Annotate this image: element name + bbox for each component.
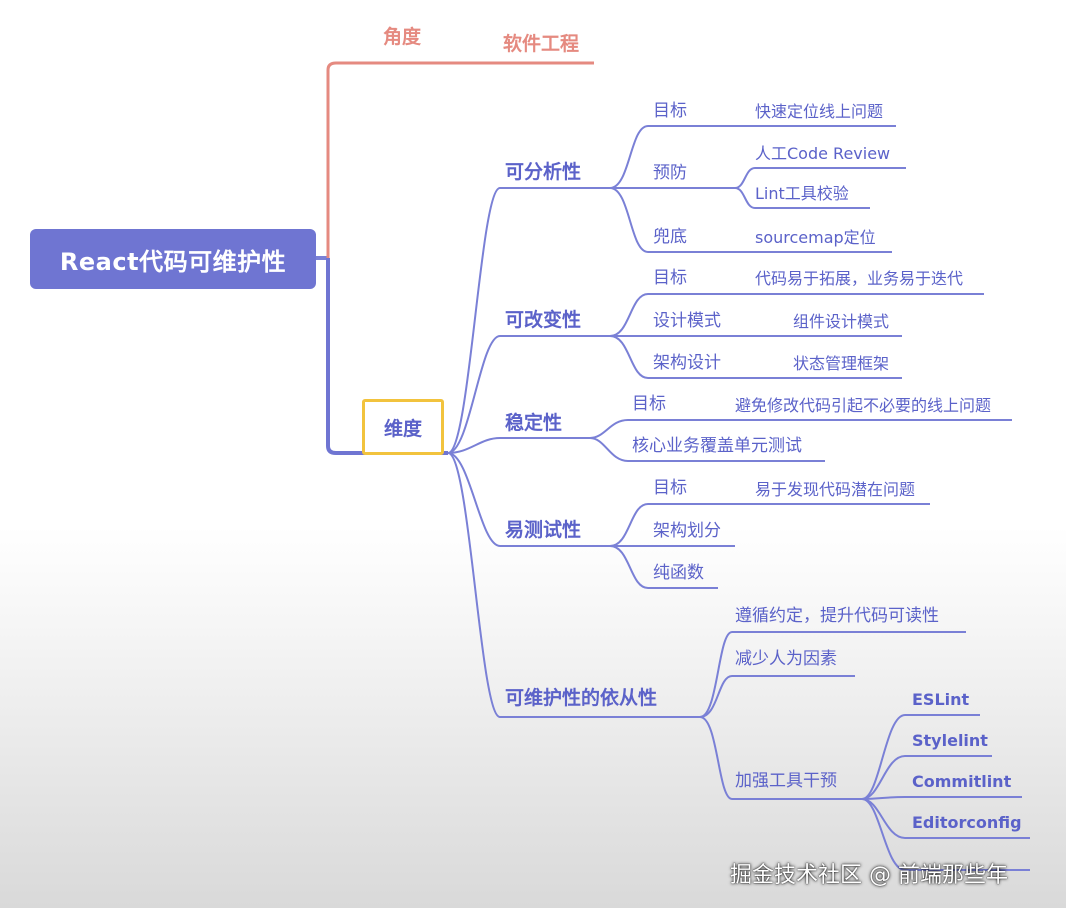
changeable-goal[interactable]: 目标 [653,268,687,288]
analyzable-prevent[interactable]: 预防 [653,163,687,183]
tool-stylelint[interactable]: Stylelint [912,731,988,750]
analyzable-fallback[interactable]: 兜底 [653,227,687,247]
changeable-arch-text[interactable]: 状态管理框架 [793,354,890,373]
angle-value[interactable]: 软件工程 [503,33,580,55]
root-node[interactable]: React代码可维护性 [30,229,316,289]
tool-eslint[interactable]: ESLint [912,690,970,709]
analyzable-goal-text[interactable]: 快速定位线上问题 [755,102,884,121]
testable-goal[interactable]: 目标 [653,478,687,498]
changeable-pattern-text[interactable]: 组件设计模式 [793,312,890,331]
analyzable-goal[interactable]: 目标 [653,101,687,121]
changeable-pattern[interactable]: 设计模式 [653,311,721,331]
angle-label[interactable]: 角度 [383,26,422,48]
analyzable-fallback-text[interactable]: sourcemap定位 [755,228,876,247]
stable-goal[interactable]: 目标 [632,394,666,414]
branch-stable[interactable]: 稳定性 [505,412,563,434]
compliance-convention[interactable]: 遵循约定，提升代码可读性 [735,606,939,626]
dimension-node[interactable]: 维度 [362,399,444,455]
watermark: 掘金技术社区 @ 前端那些年 [730,863,1008,888]
analyzable-prevent-a[interactable]: 人工Code Review [755,144,891,163]
tool-commitlint[interactable]: Commitlint [912,772,1012,791]
changeable-goal-text[interactable]: 代码易于拓展，业务易于迭代 [755,269,964,288]
compliance-tools-label[interactable]: 加强工具干预 [735,771,837,791]
branch-testable[interactable]: 易测试性 [505,519,582,541]
testable-goal-text[interactable]: 易于发现代码潜在问题 [755,480,916,499]
compliance-reduce-human[interactable]: 减少人为因素 [735,649,837,669]
branch-changeable[interactable]: 可改变性 [505,309,582,331]
stable-goal-text[interactable]: 避免修改代码引起不必要的线上问题 [735,396,992,415]
analyzable-prevent-b[interactable]: Lint工具校验 [755,184,849,203]
testable-pure-fn[interactable]: 纯函数 [653,563,704,583]
testable-arch-split[interactable]: 架构划分 [653,521,721,541]
branch-analyzable[interactable]: 可分析性 [505,161,582,183]
branch-compliance[interactable]: 可维护性的依从性 [505,687,658,709]
tool-editorconfig[interactable]: Editorconfig [912,813,1022,832]
stable-unit-test[interactable]: 核心业务覆盖单元测试 [632,436,802,456]
changeable-arch[interactable]: 架构设计 [653,353,721,373]
